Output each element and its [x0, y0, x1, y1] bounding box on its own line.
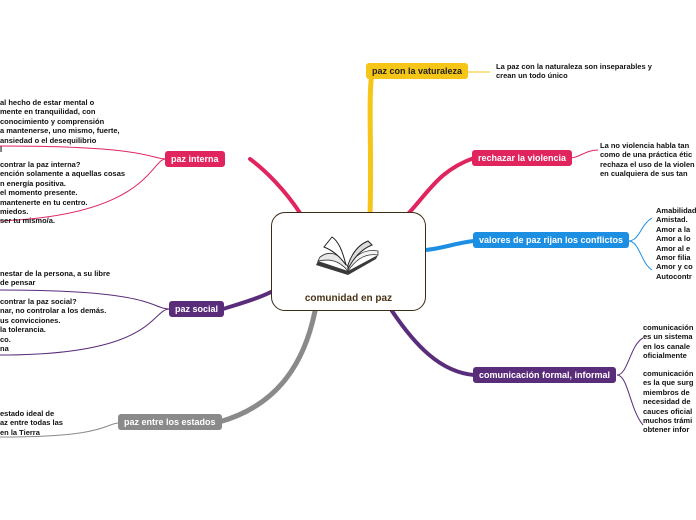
central-title: comunidad en paz: [304, 293, 393, 304]
leaf-vaturaleza: La paz con la naturaleza son inseparable…: [496, 62, 652, 81]
central-topic[interactable]: comunidad en paz: [271, 212, 426, 311]
leaf-line: muchos trámi: [643, 416, 693, 426]
leaf-line: crean un todo único: [496, 71, 568, 81]
leaf-line: La paz con la naturaleza son inseparable…: [496, 62, 652, 71]
leaf-line: Amor y co: [656, 262, 693, 272]
leaf-line: es la que surg: [643, 378, 694, 388]
branch-comunicacion: [390, 309, 476, 377]
leaf-line: en los canale: [643, 341, 691, 351]
leaf-line: Amabilidad: [656, 206, 696, 215]
leaf-comunicacion-informal: comunicación es la que surg miembros de …: [643, 369, 693, 435]
leaf-social-definicion: nestar de la persona, a su libre de pens…: [0, 269, 110, 288]
leaf-line: Amor a la: [656, 224, 691, 234]
leaf-line: ención solamente a aquellas cosas: [0, 169, 126, 179]
leaf-line: co.: [0, 334, 11, 344]
leaf-line: Amor a lo: [656, 234, 691, 244]
leaf-line: en la Tierra: [0, 427, 40, 437]
branch-interna: [248, 157, 302, 215]
leaf-line: miembros de: [643, 387, 690, 397]
leaf-line: nar, no controlar a los demás.: [0, 306, 107, 316]
open-book-icon: [316, 236, 379, 275]
leaf-line: Amor al e: [656, 243, 691, 253]
branch-estados: [216, 308, 318, 425]
leaf-line: La no violencia habla tan: [600, 141, 690, 150]
leaf-line: rechaza el uso de la violen: [600, 159, 695, 169]
leaf-line: cauces oficial: [643, 406, 693, 416]
topic-rechazar-la-violencia[interactable]: rechazar la violencia: [472, 150, 573, 166]
leaf-line: el momento presente.: [0, 188, 78, 198]
leaf-line: comunicación: [643, 369, 694, 378]
leaf-line: ansiedad o el desequilibrio: [0, 135, 97, 145]
leaf-line: la tolerancia.: [0, 325, 46, 335]
topic-paz-entre-los-estados[interactable]: paz entre los estados: [118, 414, 222, 430]
leaf-line: estado ideal de: [0, 409, 55, 418]
leaf-line: conocimiento y comprensión: [0, 116, 105, 126]
leaf-violencia: La no violencia habla tan como de una pr…: [600, 141, 695, 179]
leaf-valores: Amabilidad Amistad. Amor a la Amor a lo …: [656, 206, 696, 281]
leaf-line: al hecho de estar mental o: [0, 98, 95, 107]
leaf-social-como: contrar la paz social? nar, no controlar…: [0, 297, 106, 353]
leaf-comunicacion-formal: comunicación es un sistema en los canale…: [643, 323, 693, 361]
branch-violencia: [406, 156, 476, 216]
topic-comunicacion-formal-informal[interactable]: comunicación formal, informal: [473, 367, 617, 383]
leaf-interna-definicion: al hecho de estar mental o mente en tran…: [0, 98, 120, 154]
branch-valores: [424, 239, 476, 252]
leaf-interna-como: contrar la paz interna? ención solamente…: [0, 160, 125, 226]
topic-valores-de-paz[interactable]: valores de paz rijan los conflictos: [473, 232, 630, 248]
topic-paz-interna[interactable]: paz interna: [165, 151, 225, 167]
leaf-line: Amistad.: [656, 215, 688, 225]
leaf-line: a mantenerse, uno mismo, fuerte,: [0, 126, 120, 136]
branch-social: [221, 290, 273, 311]
leaf-line: miedos.: [0, 207, 29, 217]
leaf-line: az entre todas las: [0, 418, 63, 428]
leaf-line: na: [0, 344, 9, 354]
leaf-line: oficialmente: [643, 351, 687, 361]
leaf-line: Autocontr: [656, 271, 692, 281]
leaf-line: necesidad de: [643, 397, 691, 407]
leaf-line: comunicación: [643, 323, 694, 332]
leaf-estados: estado ideal de az entre todas las en la…: [0, 409, 63, 437]
leaf-line: nestar de la persona, a su libre: [0, 269, 111, 278]
leaf-line: como de una práctica étic: [600, 150, 693, 160]
leaf-line: de pensar: [0, 278, 36, 288]
topic-paz-social[interactable]: paz social: [169, 301, 225, 317]
leaf-line: obtener infor: [643, 425, 690, 435]
leaf-line: contrar la paz social?: [0, 297, 77, 306]
leaf-line: es un sistema: [643, 332, 693, 342]
leaf-line: ser tu mismo/a.: [0, 216, 56, 226]
branch-vaturaleza: [367, 69, 375, 218]
leaf-line: us convicciones.: [0, 315, 61, 325]
leaf-line: en cualquiera de sus tan: [600, 169, 688, 179]
leaf-line: mantenerte en tu centro.: [0, 197, 88, 207]
leaf-line: n energía positiva.: [0, 178, 66, 188]
leaf-line: l: [0, 145, 3, 155]
leaf-line: contrar la paz interna?: [0, 160, 81, 169]
leaf-line: Amor filia: [656, 253, 691, 263]
leaf-line: mente en tranquilidad, con: [0, 107, 96, 117]
topic-paz-con-la-vaturaleza[interactable]: paz con la vaturaleza: [366, 63, 469, 79]
